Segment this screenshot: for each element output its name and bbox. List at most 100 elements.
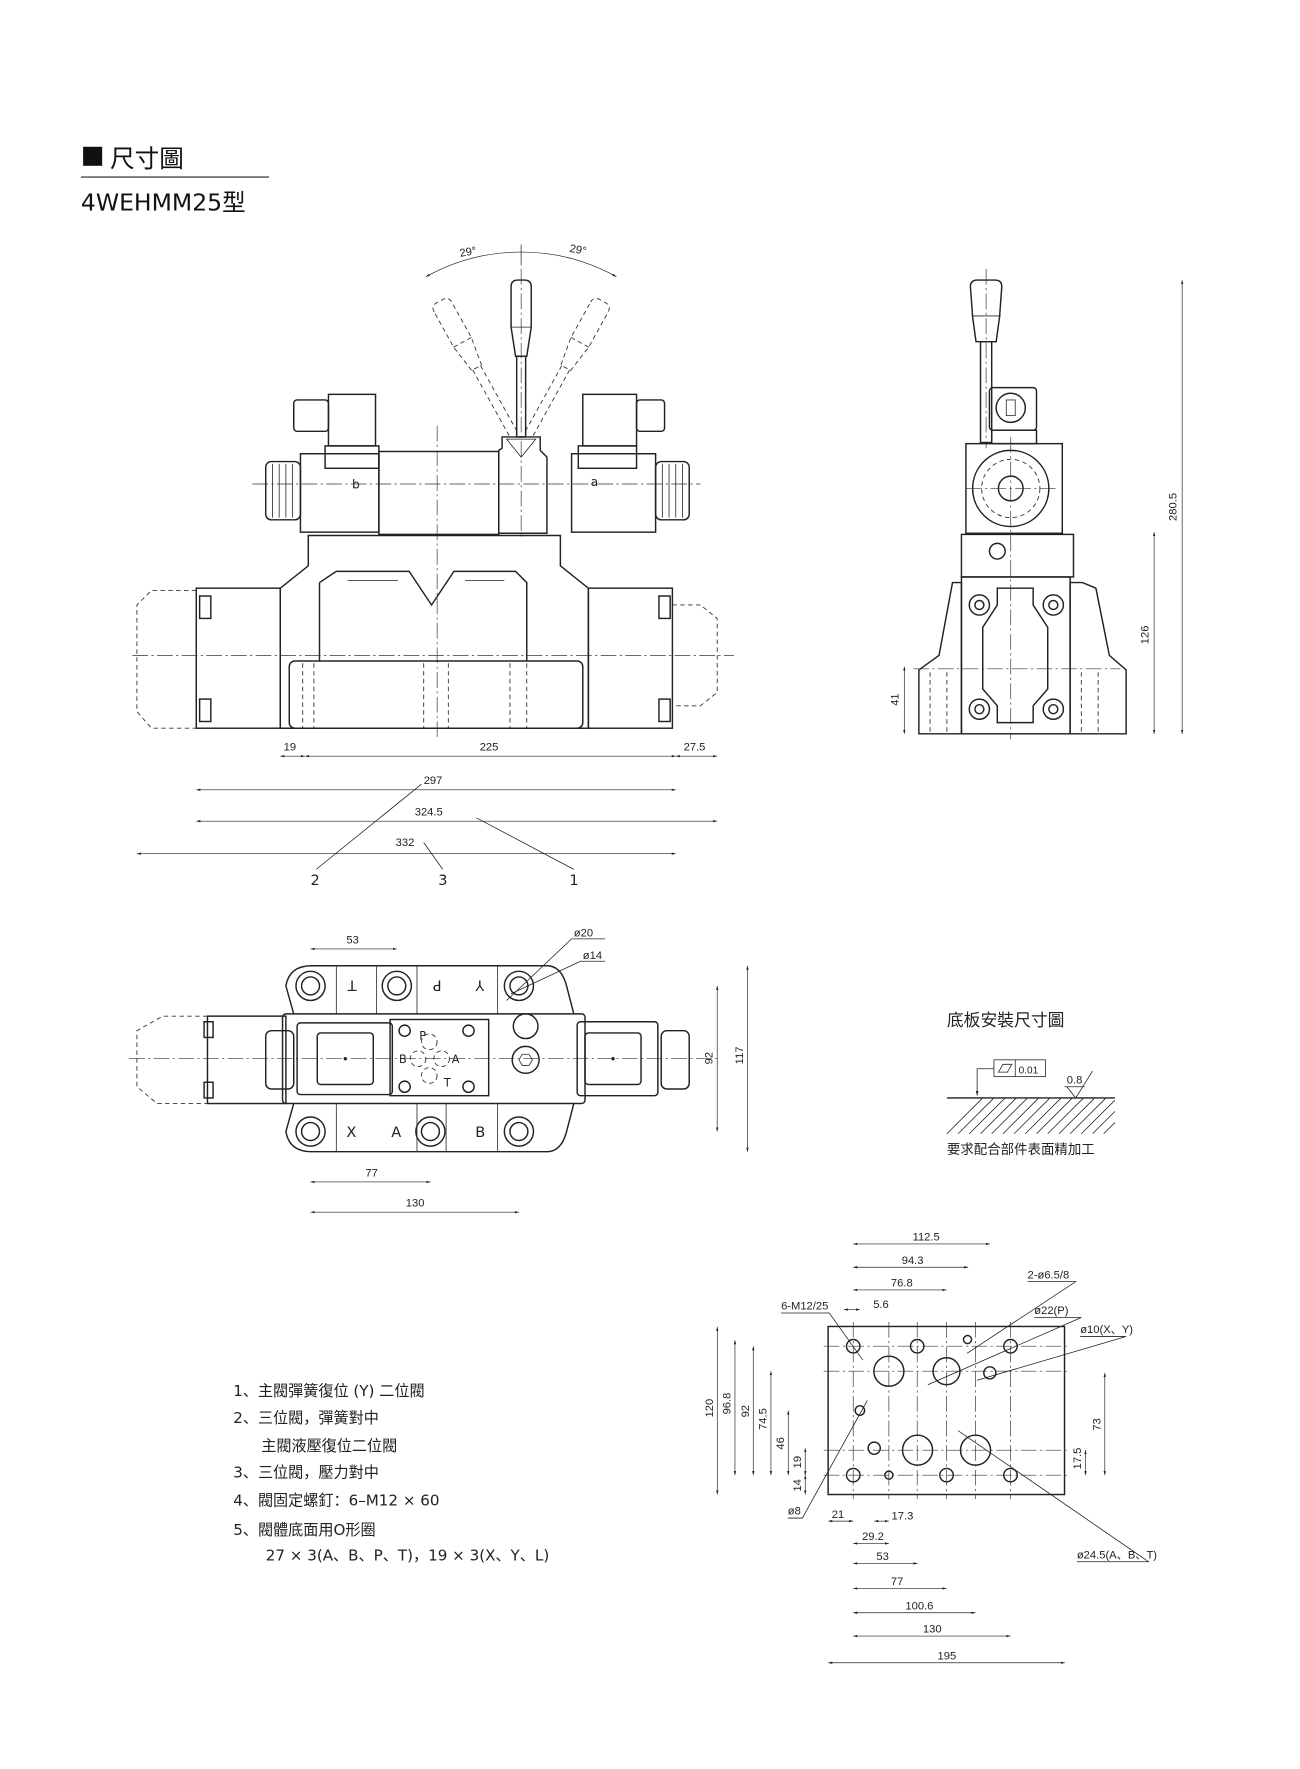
dimension-value: 17.5 <box>1072 1448 1084 1470</box>
dim-dia20: ø20 <box>574 928 593 940</box>
hatch-line <box>1002 1097 1040 1135</box>
solenoid-knob-a <box>654 460 690 521</box>
dimension-d130: 130 <box>310 1198 519 1214</box>
dimension-d19: 19 <box>792 1448 807 1476</box>
dimension-value: 41 <box>890 693 902 705</box>
lever-left-position <box>432 297 519 439</box>
note-line: 主閥液壓復位二位閥 <box>261 1437 397 1455</box>
front-view: 29° 29° b a <box>132 243 735 889</box>
model-name: 4WEHMM25型 <box>81 189 246 217</box>
pilot-port-t: T <box>443 1077 451 1090</box>
note-line: 5、閥體底面用O形圈 <box>233 1521 375 1539</box>
dimension-d29_2: 29.2 <box>853 1531 889 1545</box>
dimension-d225: 225 <box>304 742 676 758</box>
dimension-d17_3: 17.3 <box>874 1510 913 1522</box>
notes-list: 1、主閥彈簧復位 (Y) 二位閥2、三位閥，彈簧對中主閥液壓復位二位閥3、三位閥… <box>233 1382 549 1565</box>
dimension-value: 332 <box>396 837 415 849</box>
dimension-value: 5.6 <box>873 1299 889 1311</box>
dimension-d130: 130 <box>853 1624 1011 1638</box>
surface-caption: 要求配合部件表面精加工 <box>947 1142 1095 1158</box>
port-label-t: T <box>347 976 357 993</box>
dimension-d46: 46 <box>775 1410 790 1476</box>
callout-2: 2 <box>311 872 320 889</box>
dimension-value: 120 <box>704 1399 716 1418</box>
dimension-value: 53 <box>346 934 358 946</box>
hand-override-left <box>136 589 197 729</box>
connector-b-gland-icon <box>293 399 330 433</box>
side-lever-handle <box>969 279 1003 343</box>
label-pin: 2-ø6.5/8 <box>1028 1269 1070 1281</box>
callout-3: 3 <box>438 872 447 889</box>
dimension-d195: 195 <box>828 1650 1065 1664</box>
page-title: 尺寸圖 <box>110 144 184 173</box>
hatch-line <box>1103 1122 1116 1135</box>
dimension-value: 225 <box>480 742 499 754</box>
dimension-d94_3: 94.3 <box>853 1255 969 1269</box>
hatch-line <box>1036 1097 1073 1135</box>
note-line: 27 × 3(A、B、P、T)，19 × 3(X、Y、L) <box>266 1547 550 1565</box>
dimension-value: 92 <box>704 1052 716 1064</box>
hatch-line <box>991 1097 1028 1135</box>
dimension-value: 297 <box>424 775 443 787</box>
dimension-d112_5: 112.5 <box>853 1232 990 1246</box>
port-label-b: B <box>475 1124 485 1141</box>
subplate-hole <box>983 1366 997 1380</box>
dimension-value: 94.3 <box>902 1255 924 1267</box>
top-view: P B A T T P Y X A B ø20 ø14 <box>129 928 718 1153</box>
dimension-value: 126 <box>1140 626 1152 645</box>
dimension-d74_5: 74.5 <box>757 1371 773 1476</box>
dimension-d41: 41 <box>890 666 906 734</box>
subplate-hole <box>962 1334 973 1345</box>
dimension-value: 117 <box>734 1046 746 1064</box>
port-label-a: A <box>391 1124 401 1141</box>
dimension-value: 46 <box>775 1437 787 1449</box>
surface-title: 底板安裝尺寸圖 <box>947 1010 1065 1030</box>
top-knob-a <box>660 1029 690 1090</box>
lever-right-position <box>523 297 610 439</box>
angle-right-label: 29° <box>569 243 588 258</box>
dimension-value: 92 <box>740 1405 752 1417</box>
note-line: 4、閥固定螺釘：6–M12 × 60 <box>233 1492 439 1510</box>
note-line: 2、三位閥，彈簧對中 <box>233 1409 379 1427</box>
dimension-value: 76.8 <box>891 1278 913 1290</box>
hatch-line <box>969 1097 1006 1135</box>
subplate-hole <box>867 1441 882 1455</box>
dimension-d21: 21 <box>828 1509 854 1523</box>
dimension-value: 53 <box>876 1551 888 1563</box>
dimension-d17_5: 17.5 <box>1072 1448 1087 1476</box>
connector-b <box>327 393 377 447</box>
dimension-d53: 53 <box>310 934 397 951</box>
pilot-valve-body <box>378 450 500 536</box>
dimension-value: 14 <box>792 1479 804 1491</box>
dimension-d126: 126 <box>1140 532 1156 734</box>
hatch-line <box>1092 1111 1116 1135</box>
side-view <box>913 268 1127 740</box>
hatch-line <box>957 1097 995 1135</box>
dimension-value: 195 <box>938 1650 957 1662</box>
dim-dia14: ø14 <box>583 950 602 962</box>
solenoid-knob-b <box>264 460 302 521</box>
angle-left-label: 29° <box>459 245 478 260</box>
solenoid-a-body <box>570 453 657 533</box>
hatch-line <box>1013 1097 1051 1135</box>
dimension-d96_8: 96.8 <box>721 1340 737 1476</box>
dimension-d77: 77 <box>310 1167 431 1184</box>
dimension-value: 96.8 <box>721 1393 733 1415</box>
dimension-value: 17.3 <box>892 1510 914 1522</box>
dimension-d324_5: 324.5 <box>196 807 718 823</box>
pilot-port-circles <box>398 1024 475 1094</box>
label-p: ø22(P) <box>1034 1305 1068 1317</box>
dimension-d19: 19 <box>280 742 305 758</box>
lever-pivot-block <box>498 436 548 535</box>
hatch-line <box>1025 1097 1062 1135</box>
side-main-body <box>918 581 1127 735</box>
main-valve-body <box>279 534 590 729</box>
dimension-d120: 120 <box>704 1326 719 1495</box>
dimension-value: 77 <box>891 1576 903 1588</box>
dimension-d77: 77 <box>853 1576 947 1590</box>
label-d8: ø8 <box>788 1506 801 1518</box>
label-abt: ø24.5(A、B、T) <box>1077 1549 1157 1561</box>
subplate-holes <box>823 1321 1071 1500</box>
